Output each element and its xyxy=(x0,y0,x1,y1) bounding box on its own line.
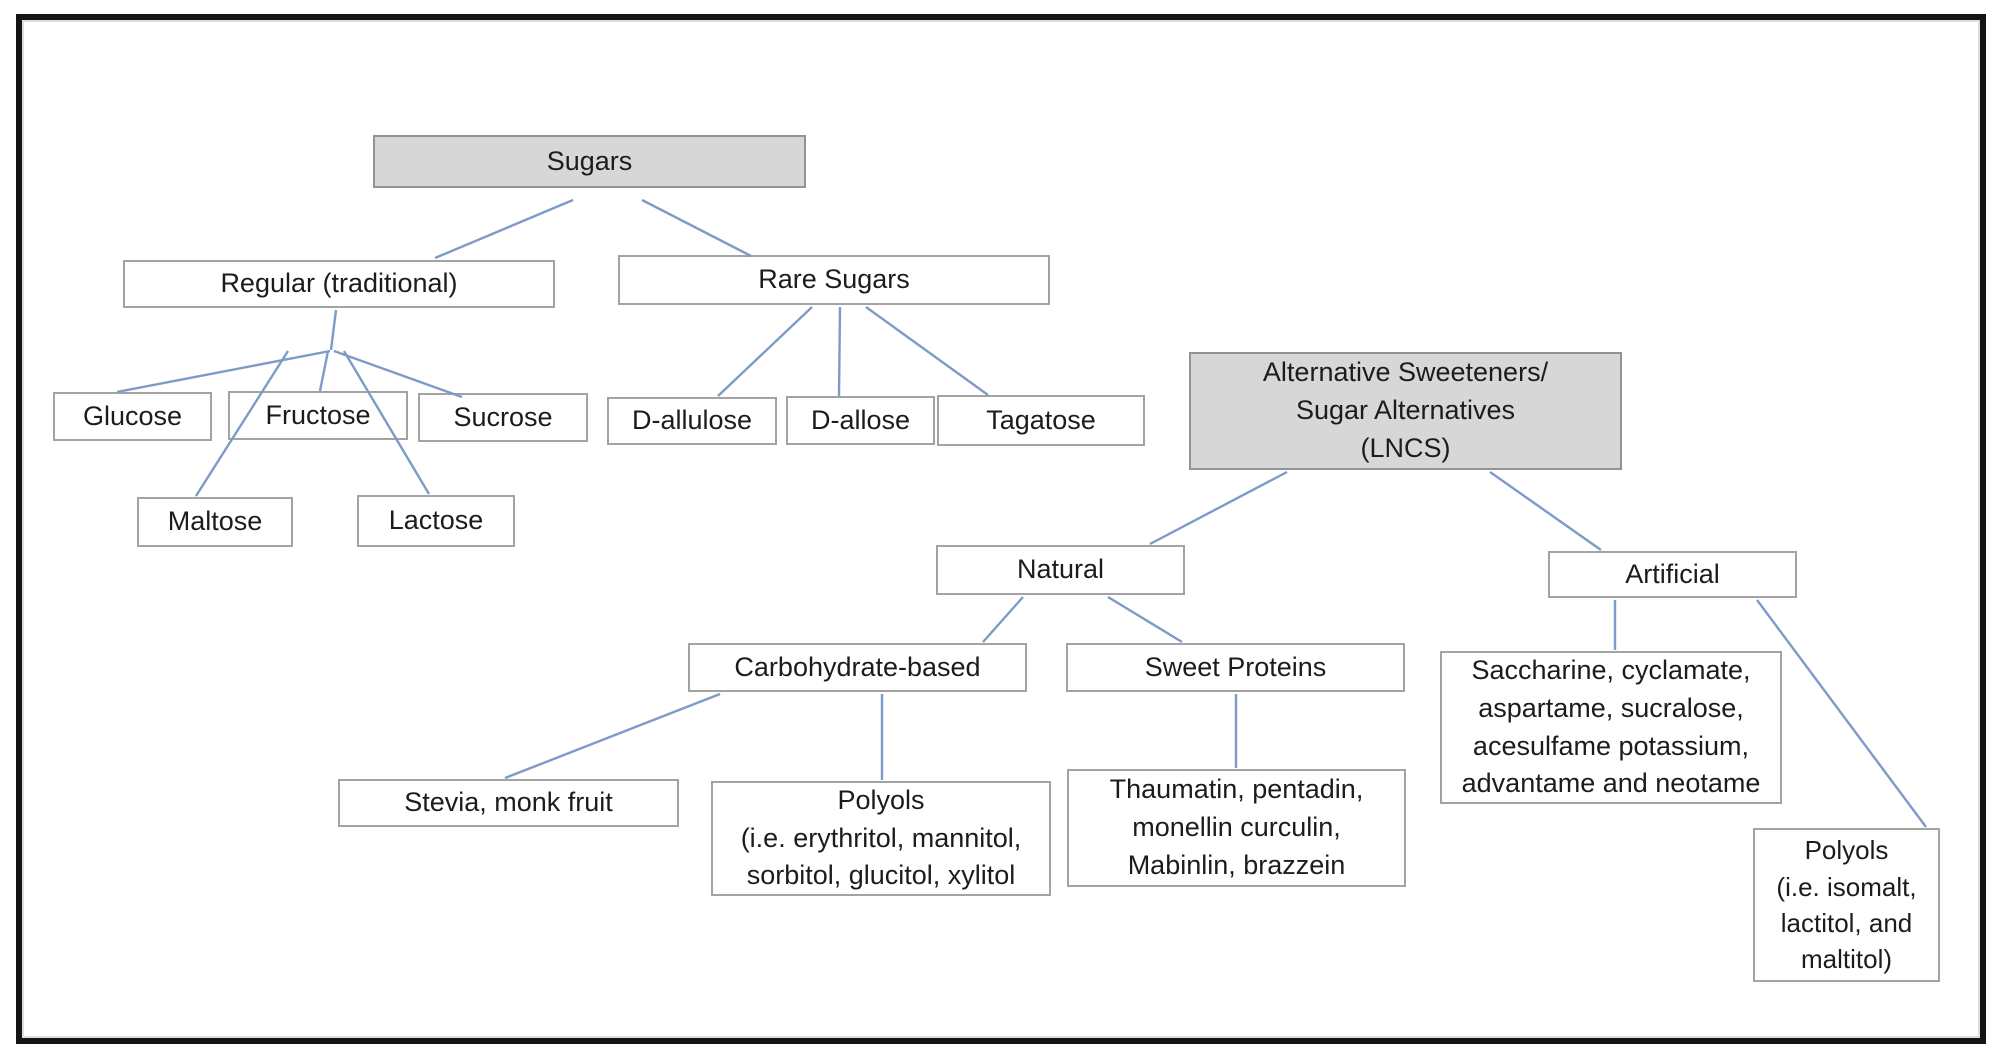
node-label-line: Sucrose xyxy=(453,401,553,432)
node-d-allose: D-allose xyxy=(786,396,935,445)
node-sweet-proteins-list: Thaumatin, pentadin, monellin curculin, Ma… xyxy=(1067,769,1406,887)
node-glucose: Glucose xyxy=(53,392,212,441)
node-maltose: Maltose xyxy=(137,497,293,547)
node-label-line: Sweet Proteins xyxy=(1144,651,1327,682)
diagram-inner-frame xyxy=(22,20,1980,1038)
node-label-line: Sugar Alternatives xyxy=(1295,395,1516,426)
node-rare-sugars: Rare Sugars xyxy=(618,255,1050,305)
node-label-line: acesulfame potassium, xyxy=(1472,730,1750,761)
node-regular: Regular (traditional) xyxy=(123,260,555,308)
node-label-line: advantame and neotame xyxy=(1461,768,1761,799)
node-label-line: Rare Sugars xyxy=(758,264,910,295)
node-sucrose: Sucrose xyxy=(418,393,588,442)
node-carbohydrate-based: Carbohydrate-based xyxy=(688,643,1027,692)
node-label-line: (i.e. isomalt, xyxy=(1776,871,1917,902)
node-label-line: Fructose xyxy=(265,399,371,430)
node-artificial: Artificial xyxy=(1548,551,1797,598)
node-label-line: aspartame, sucralose, xyxy=(1478,692,1744,723)
node-label-line: Natural xyxy=(1016,554,1105,585)
node-polyols-artificial: Polyols (i.e. isomalt, lactitol, and maltit… xyxy=(1753,828,1940,982)
node-label-line: Sugars xyxy=(546,145,633,176)
node-label-line: (LNCS) xyxy=(1360,432,1451,463)
node-natural: Natural xyxy=(936,545,1185,595)
node-label-line: maltitol) xyxy=(1800,944,1892,975)
node-label-line: Alternative Sweeteners/ xyxy=(1262,357,1549,388)
node-lactose: Lactose xyxy=(357,495,515,547)
node-label-line: Polyols xyxy=(837,784,925,815)
node-fructose: Fructose xyxy=(228,391,408,440)
node-label-line: D-allulose xyxy=(631,405,753,436)
node-lncs: Alternative Sweeteners/Sugar Alternative… xyxy=(1189,352,1622,470)
node-label-line: Mabinlin, brazzein xyxy=(1127,849,1346,880)
node-label-line: lactitol, and xyxy=(1780,908,1913,938)
node-sweet-proteins: Sweet Proteins xyxy=(1066,643,1405,692)
node-label-line: Glucose xyxy=(82,400,183,431)
node-d-allulose: D-allulose xyxy=(607,397,777,445)
node-label-line: Lactose xyxy=(388,505,484,536)
node-label-line: Polyols xyxy=(1804,835,1889,866)
node-stevia-monk-fruit: Stevia, monk fruit xyxy=(338,779,679,827)
node-label-line: D-allose xyxy=(810,404,911,435)
node-label-line: Tagatose xyxy=(986,404,1096,435)
node-label-line: sorbitol, glucitol, xylitol xyxy=(746,860,1016,891)
node-tagatose: Tagatose xyxy=(937,395,1145,446)
node-artificial-list: Saccharine, cyclamate, aspartame, sucralo… xyxy=(1440,651,1782,804)
node-label-line: Regular (traditional) xyxy=(220,268,458,299)
node-label-line: Saccharine, cyclamate, xyxy=(1471,654,1751,685)
node-label-line: Maltose xyxy=(167,506,263,537)
node-label-line: monellin curculin, xyxy=(1132,812,1341,843)
node-label-line: Carbohydrate-based xyxy=(734,651,981,682)
node-sugars: Sugars xyxy=(373,135,806,188)
node-polyols-natural: Polyols (i.e. erythritol, mannitol, sorbit… xyxy=(711,781,1051,896)
node-label-line: Thaumatin, pentadin, xyxy=(1109,774,1364,805)
node-label-line: (i.e. erythritol, mannitol, xyxy=(740,822,1022,853)
node-label-line: Artificial xyxy=(1625,558,1720,589)
node-label-line: Stevia, monk fruit xyxy=(404,787,613,818)
